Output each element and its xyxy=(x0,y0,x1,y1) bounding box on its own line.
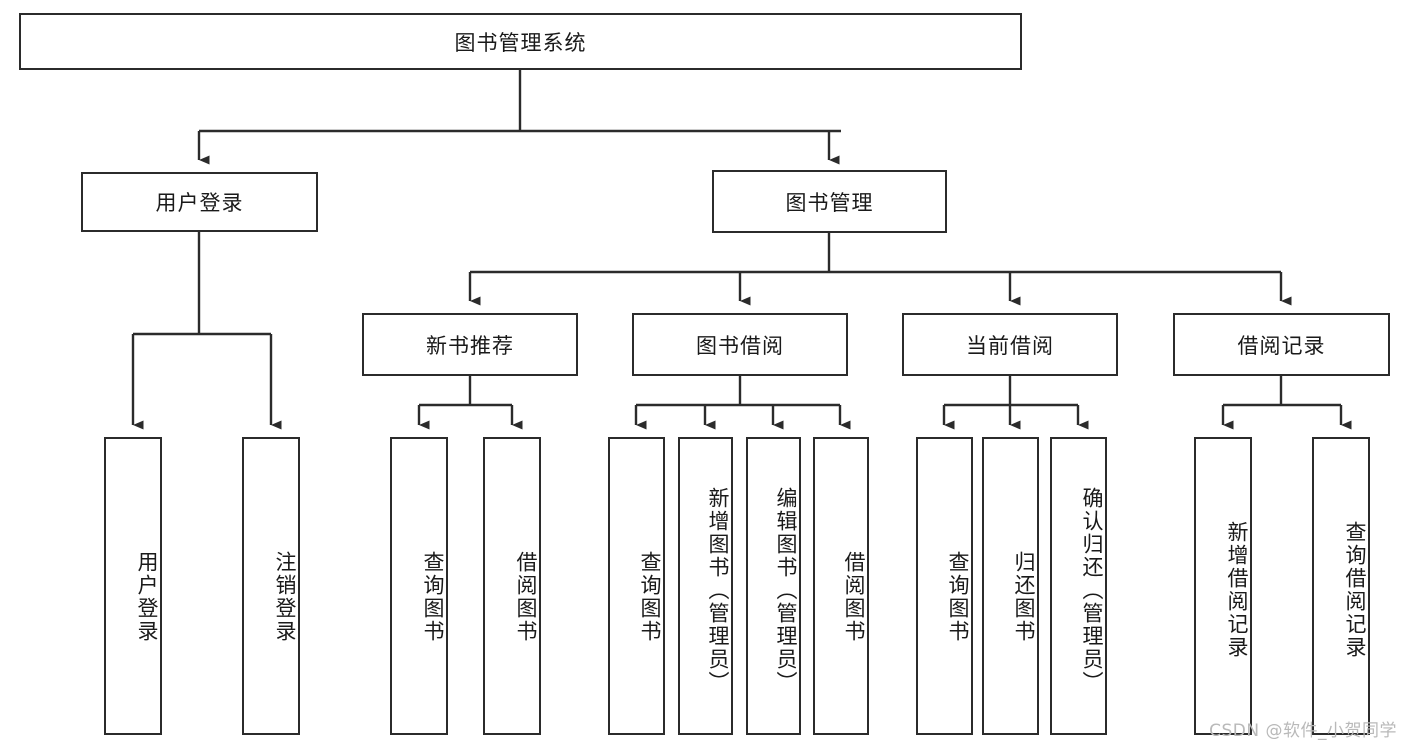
node-borrow-record[interactable]: 借阅记录 xyxy=(1173,313,1390,376)
node-leaf-user-login[interactable]: 用户登录 xyxy=(104,437,162,735)
node-book-borrow[interactable]: 图书借阅 xyxy=(632,313,848,376)
node-new-book-recommend[interactable]: 新书推荐 xyxy=(362,313,578,376)
node-book-manage[interactable]: 图书管理 xyxy=(712,170,947,233)
node-leaf-query-book-2[interactable]: 查询图书 xyxy=(608,437,665,735)
node-leaf-edit-book[interactable]: 编辑图书（管理员） xyxy=(746,437,801,735)
node-current-borrow[interactable]: 当前借阅 xyxy=(902,313,1118,376)
node-leaf-user-logout[interactable]: 注销登录 xyxy=(242,437,300,735)
watermark-text: CSDN @软件_小贺同学 xyxy=(1209,721,1397,741)
node-user-login[interactable]: 用户登录 xyxy=(81,172,318,232)
node-leaf-borrow-book-1[interactable]: 借阅图书 xyxy=(483,437,541,735)
node-leaf-query-book-3[interactable]: 查询图书 xyxy=(916,437,973,735)
node-leaf-borrow-book-2[interactable]: 借阅图书 xyxy=(813,437,869,735)
node-leaf-add-book[interactable]: 新增图书（管理员） xyxy=(678,437,733,735)
node-leaf-add-record[interactable]: 新增借阅记录 xyxy=(1194,437,1252,735)
node-leaf-return-book[interactable]: 归还图书 xyxy=(982,437,1039,735)
node-leaf-query-book-1[interactable]: 查询图书 xyxy=(390,437,448,735)
node-leaf-query-record[interactable]: 查询借阅记录 xyxy=(1312,437,1370,735)
node-root-system[interactable]: 图书管理系统 xyxy=(19,13,1022,70)
node-leaf-confirm-return[interactable]: 确认归还（管理员） xyxy=(1050,437,1107,735)
